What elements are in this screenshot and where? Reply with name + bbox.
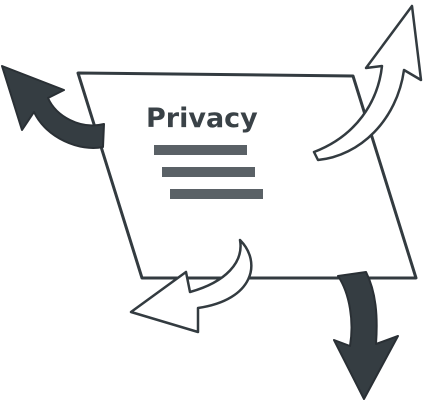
dark-arrow-top-left-icon	[1, 65, 105, 149]
document-title: Privacy	[146, 103, 258, 134]
outline-arrow-top-right-icon	[312, 4, 423, 162]
document-text-line	[170, 189, 263, 199]
outline-arrow-bottom-left-icon	[129, 238, 253, 334]
document-text-line	[154, 145, 247, 155]
document-text-line	[162, 167, 255, 177]
dark-arrow-bottom-right-icon	[333, 271, 399, 400]
